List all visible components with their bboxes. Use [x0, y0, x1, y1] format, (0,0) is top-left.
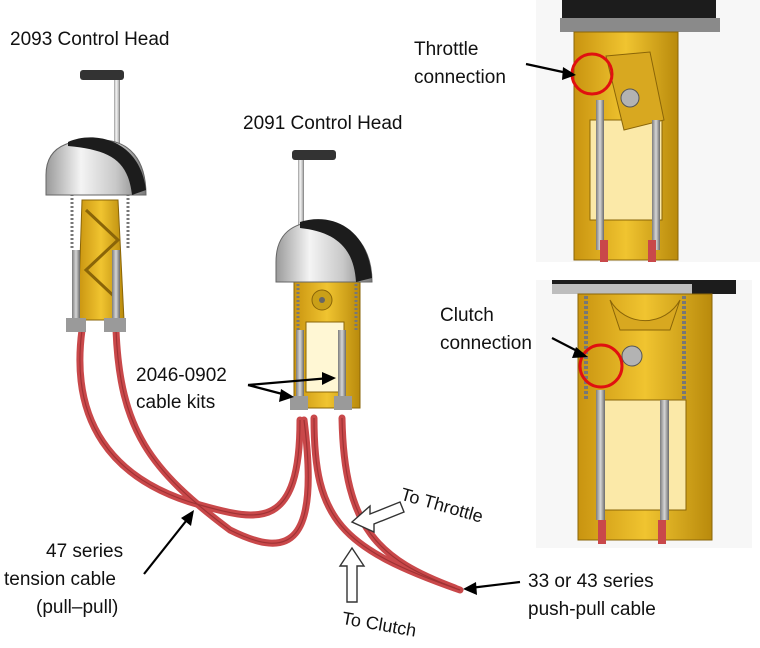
throttle-connection-photo [536, 0, 760, 262]
label-2093-control-head: 2093 Control Head [10, 29, 170, 50]
label-tension-cable-line1: 47 series [46, 541, 124, 562]
label-cable-kits-line1: 2046-0902 [136, 365, 227, 386]
label-throttle-connection-line2: connection [414, 67, 506, 88]
label-clutch-connection-line1: Clutch [440, 305, 494, 326]
clutch-connection-photo [536, 280, 752, 548]
tension-cable-a [76, 326, 304, 519]
label-pushpull-cable-line1: 33 or 43 series [528, 571, 654, 592]
to-clutch-arrow [338, 546, 366, 603]
label-tension-cable-line2: tension cable [4, 569, 116, 590]
callout-arrows [143, 62, 588, 595]
hollow-arrows [338, 501, 405, 603]
label-tension-cable-line3: (pull–pull) [36, 597, 119, 618]
label-throttle-connection-line1: Throttle [414, 39, 479, 60]
control-head-2093 [45, 70, 147, 332]
label-2091-control-head: 2091 Control Head [243, 113, 403, 134]
label-cable-kits-line2: cable kits [136, 392, 216, 413]
to-throttle-arrow [350, 501, 405, 534]
label-pushpull-cable-line2: push-pull cable [528, 599, 656, 620]
label-clutch-connection-line2: connection [440, 333, 532, 354]
control-head-2091 [275, 150, 373, 410]
